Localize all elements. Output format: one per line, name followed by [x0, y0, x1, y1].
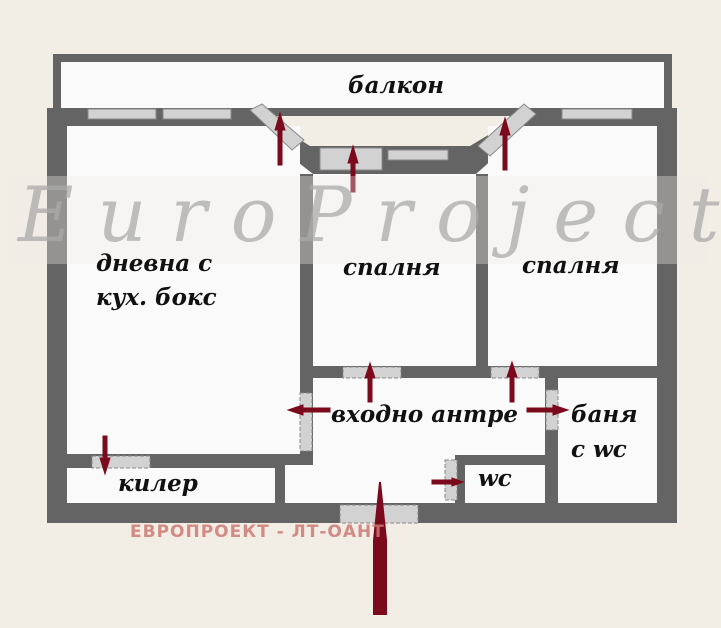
room-label-bedroom-2: спалня — [522, 252, 620, 279]
arrow-up-icon — [347, 144, 359, 193]
arrow-right-icon — [431, 477, 465, 487]
door-arrows — [99, 111, 570, 615]
room-label-bathroom-line2: с wc — [571, 436, 627, 463]
room-label-balcony: балкон — [348, 72, 445, 99]
room-label-wc: wc — [478, 465, 512, 492]
balcony-area — [53, 54, 672, 116]
watermark-brand: EuroProject — [18, 170, 721, 259]
arrow-up-icon — [506, 360, 518, 403]
arrow-up-icon — [274, 111, 286, 166]
apartment-walls — [47, 108, 677, 523]
room-label-storage: килер — [118, 470, 198, 497]
entrance-arrow-icon — [373, 481, 387, 615]
agency-watermark: ЕВРОПРОЕКТ - ЛТ-ОАНТ — [130, 522, 385, 542]
arrow-right-icon — [526, 404, 570, 416]
room-label-bathroom-line1: баня — [571, 401, 638, 428]
room-label-entrance-hall: входно антре — [331, 401, 518, 428]
watermark-band — [8, 176, 708, 264]
arrow-up-icon — [364, 361, 376, 403]
room-label-living-line1: дневна с — [96, 250, 213, 277]
arrow-left-icon — [286, 404, 331, 416]
room-label-living-line2: кух. бокс — [96, 284, 217, 311]
arrow-up-icon — [499, 116, 511, 171]
arrow-down-icon — [99, 435, 111, 476]
room-label-bedroom-1: спалня — [343, 254, 441, 281]
